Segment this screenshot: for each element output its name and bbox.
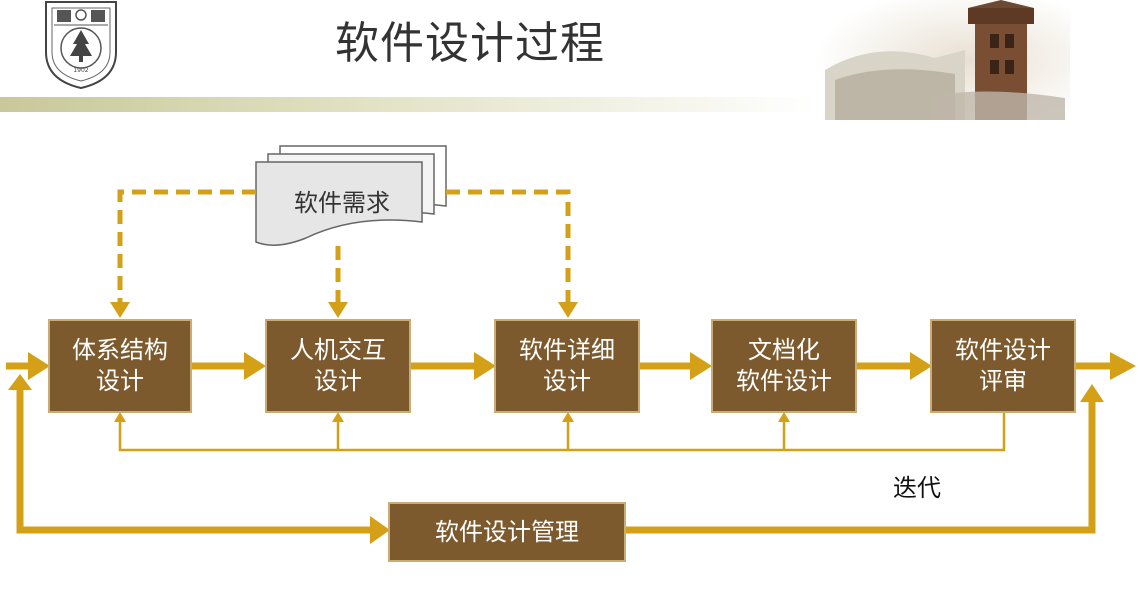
hci-design-box: 人机交互 设计	[265, 319, 411, 413]
slide-header: 1902 软件设计过程	[0, 0, 1140, 120]
iteration-label: 迭代	[893, 474, 941, 502]
stage-label: 软件详细 设计	[519, 336, 615, 395]
header-divider-bar	[0, 97, 820, 112]
dashed-arrow-heads	[110, 302, 578, 318]
requirement-dashed-arrows	[117, 189, 571, 302]
page-title: 软件设计过程	[335, 18, 605, 69]
requirements-document-icon	[255, 145, 447, 246]
management-label: 软件设计管理	[435, 517, 579, 546]
management-loop-lines	[16, 388, 1096, 534]
documentation-design-box: 文档化 软件设计	[711, 319, 857, 413]
logo-year: 1902	[73, 67, 88, 74]
iteration-arrow-heads	[114, 412, 790, 422]
design-management-box: 软件设计管理	[388, 502, 626, 562]
stage-label: 人机交互 设计	[290, 336, 386, 395]
detailed-design-box: 软件详细 设计	[494, 319, 640, 413]
requirements-doc-label: 软件需求	[294, 189, 390, 217]
management-arrow-heads	[8, 374, 1104, 544]
stage-label: 软件设计 评审	[955, 336, 1051, 395]
campus-tower-photo	[815, 0, 1070, 120]
stage-label: 体系结构 设计	[72, 336, 168, 395]
architecture-design-box: 体系结构 设计	[48, 319, 192, 413]
stage-label: 文档化 软件设计	[736, 336, 832, 395]
design-review-box: 软件设计 评审	[930, 319, 1076, 413]
main-flow-arrow-heads	[28, 352, 1136, 380]
iteration-feedback-lines	[118, 412, 1006, 452]
university-logo: 1902	[45, 1, 117, 90]
